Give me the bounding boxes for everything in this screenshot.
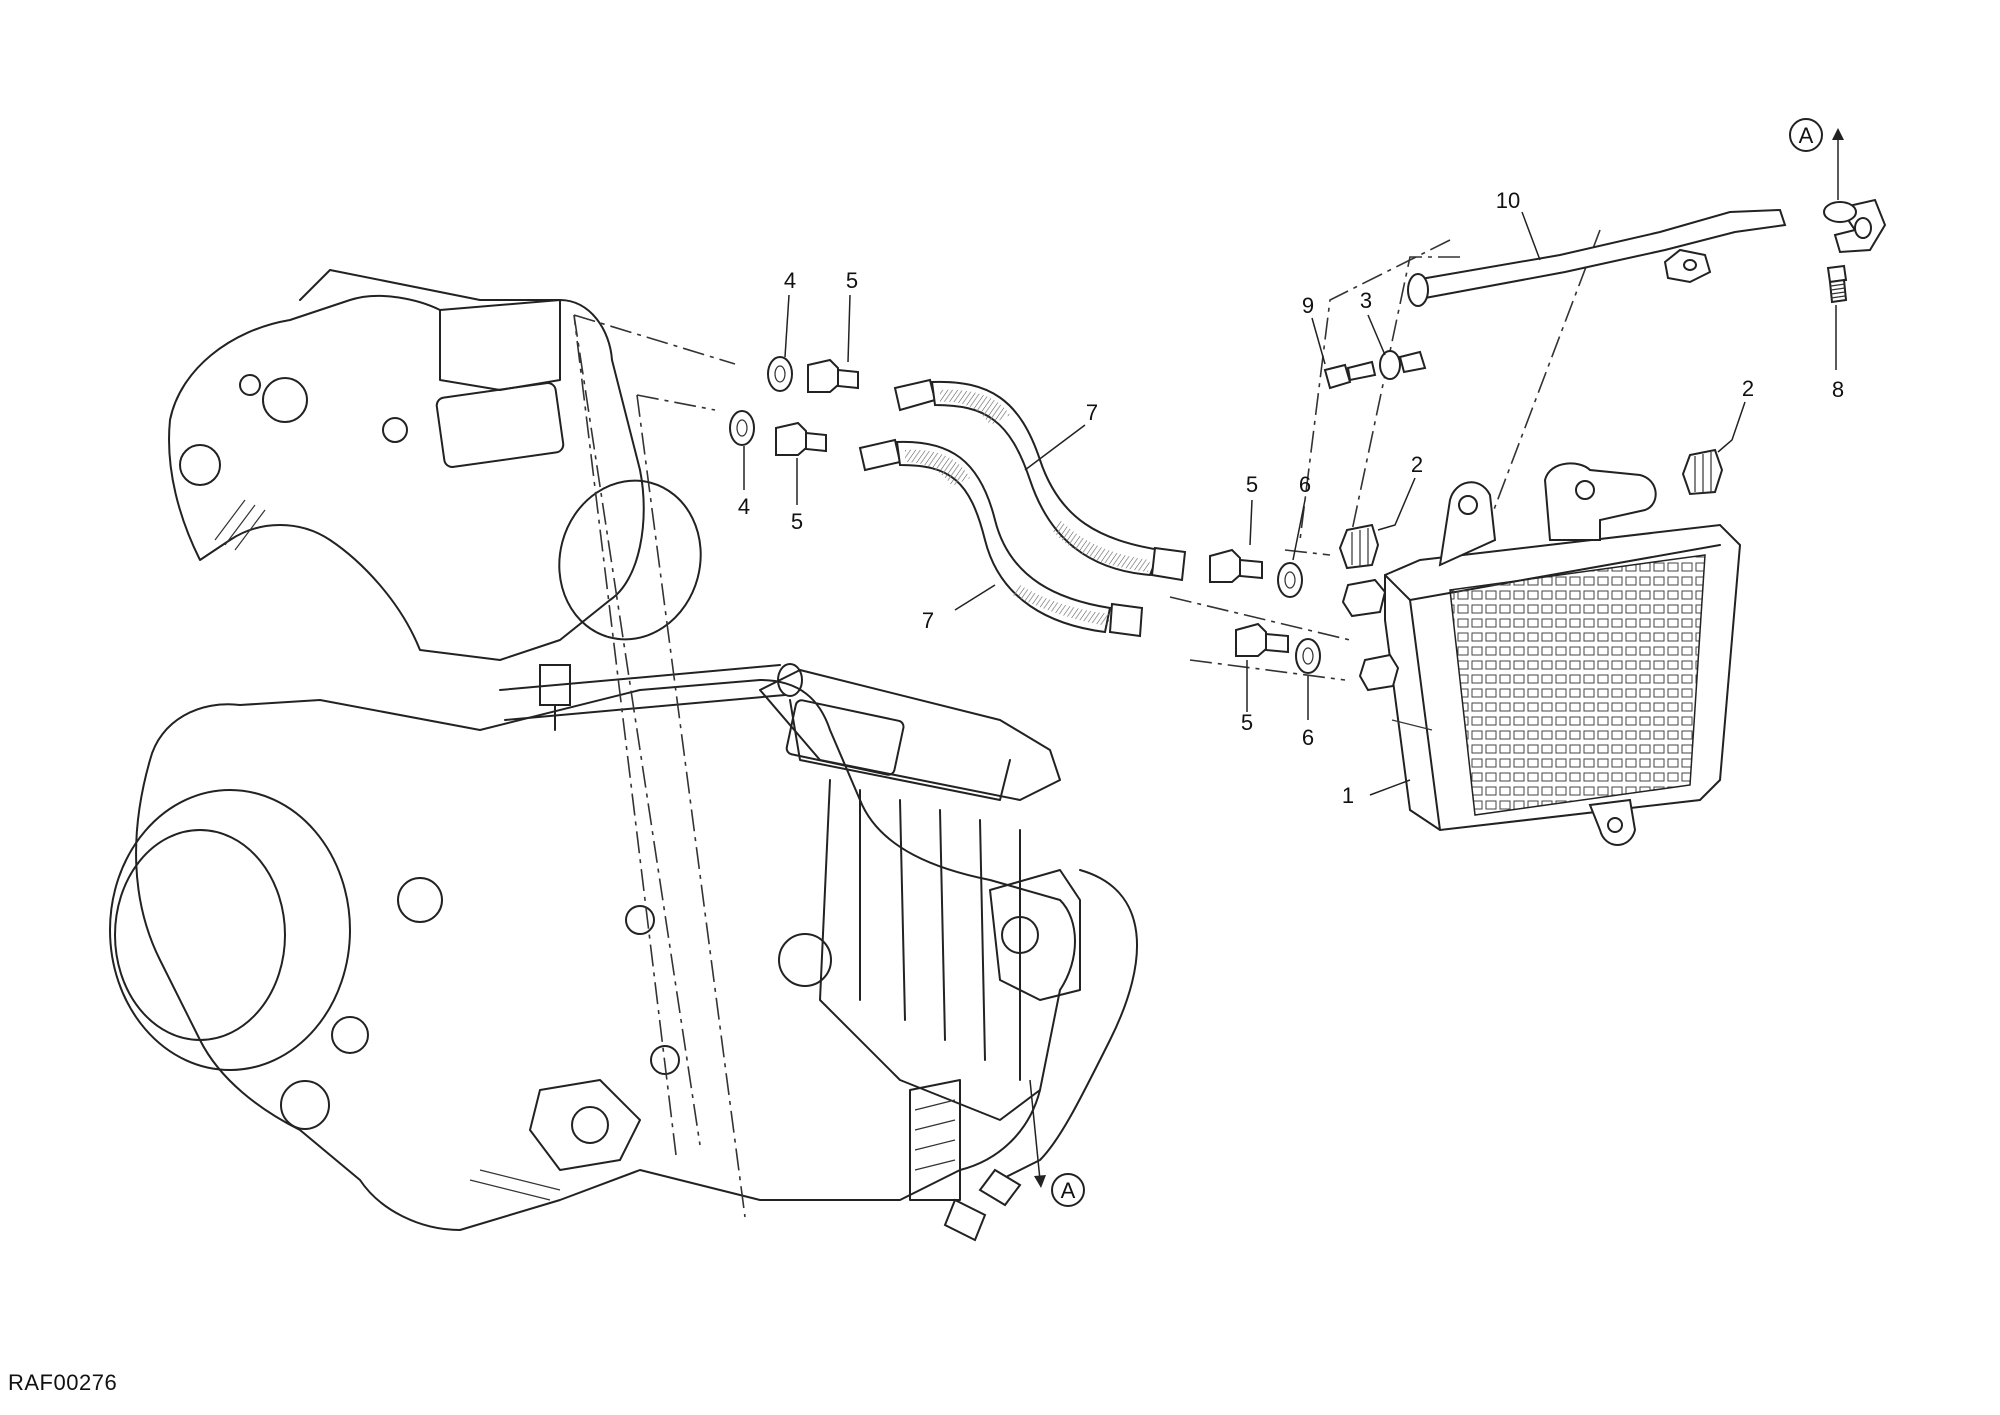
callout-leaders [743, 211, 1837, 796]
left-fittings [729, 356, 859, 456]
oil-cooler-radiator [1341, 462, 1742, 846]
callout-5-union-upper-left: 5 [846, 268, 858, 293]
callout-6-washer-upper: 6 [1299, 472, 1311, 497]
callout-5-union-lower-left: 5 [791, 509, 803, 534]
callout-2-grommet-left: 2 [1411, 452, 1423, 477]
callout-2-grommet-right: 2 [1742, 376, 1754, 401]
callout-5-union-upper-right: 5 [1246, 472, 1258, 497]
connector-circle-top [1789, 118, 1823, 152]
assembly-guide-lines [573, 229, 1601, 1218]
callout-3-spacer: 3 [1360, 288, 1372, 313]
rubber-grommets [1338, 448, 1724, 570]
callout-7-hose-upper: 7 [1086, 400, 1098, 425]
callout-1-cooler: 1 [1342, 783, 1354, 808]
callout-5-union-lower-right: 5 [1241, 710, 1253, 735]
callout-7-hose-lower: 7 [922, 608, 934, 633]
connector-label-bottom: A [1061, 1178, 1076, 1203]
screw-and-spacer [1323, 350, 1427, 390]
right-fittings [1209, 548, 1321, 674]
drawing-reference-code: RAF00276 [8, 1370, 118, 1395]
engine-assembly [109, 269, 1139, 1242]
callout-10-bracket: 10 [1496, 188, 1520, 213]
callout-8-bolt: 8 [1832, 377, 1844, 402]
connector-circle-bottom [1051, 1173, 1085, 1207]
callout-6-washer-lower: 6 [1302, 725, 1314, 750]
connector-label-top: A [1799, 123, 1814, 148]
connector-marks: A A [1029, 118, 1844, 1207]
callout-4-washer-upper: 4 [784, 268, 796, 293]
oil-hoses [858, 378, 1187, 638]
callout-4-washer-lower: 4 [738, 494, 750, 519]
support-bracket [1407, 198, 1887, 307]
callout-numbers: 1 2 2 3 4 4 5 5 5 5 6 6 7 7 8 9 10 [738, 188, 1844, 808]
callout-9-screw: 9 [1302, 293, 1314, 318]
